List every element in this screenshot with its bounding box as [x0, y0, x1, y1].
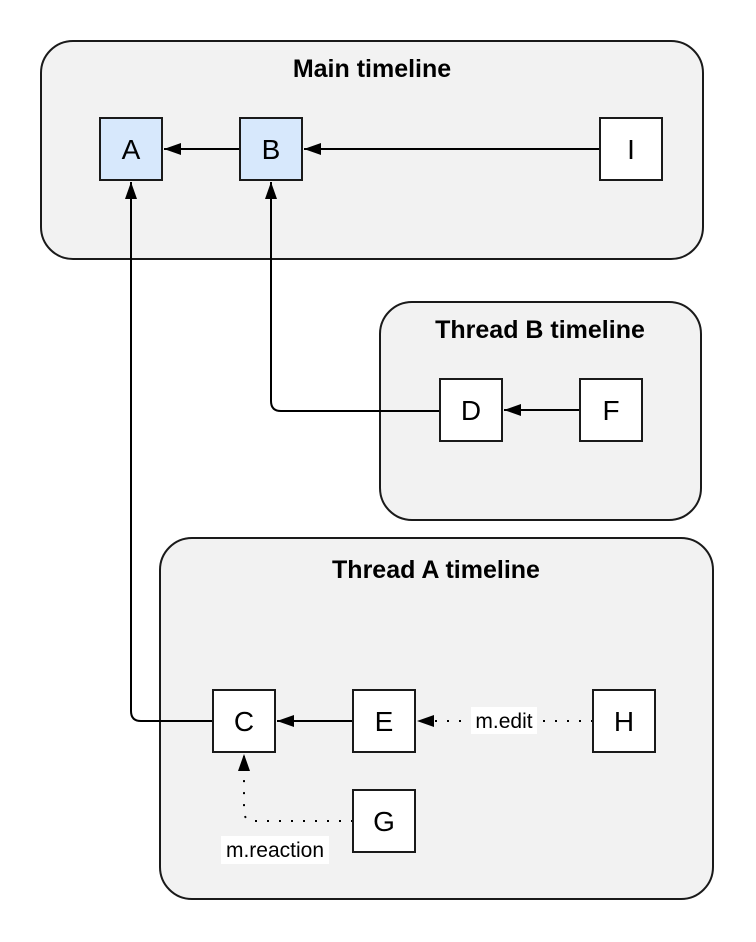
main-timeline-title: Main timeline: [293, 55, 451, 83]
node-c: C: [212, 689, 276, 753]
node-d-label: D: [461, 395, 481, 426]
node-h-box: [592, 689, 656, 753]
node-e: E: [352, 689, 416, 753]
m-edit-label: m.edit: [475, 710, 532, 733]
node-e-label: E: [375, 706, 394, 737]
node-a-label: A: [122, 134, 141, 165]
m-reaction-label: m.reaction: [226, 839, 324, 862]
node-b: B: [239, 117, 303, 181]
node-g: G: [352, 789, 416, 853]
thread-a-timeline-box: [159, 537, 714, 900]
node-h: H: [592, 689, 656, 753]
edge-d-to-b: [265, 182, 440, 412]
node-f: F: [579, 378, 643, 442]
node-h-label: H: [614, 706, 634, 737]
node-b-box: [239, 117, 303, 181]
node-i-box: [599, 117, 663, 181]
m-edit-label-bg: [471, 707, 537, 734]
thread-b-timeline-title: Thread B timeline: [435, 316, 645, 344]
thread-a-timeline-title: Thread A timeline: [332, 556, 540, 584]
node-c-label: C: [234, 706, 254, 737]
node-c-box: [212, 689, 276, 753]
edge-label-m-reaction: m.reaction: [221, 836, 329, 864]
node-i: I: [599, 117, 663, 181]
node-g-label: G: [373, 806, 395, 837]
m-reaction-label-bg: [221, 836, 329, 864]
container-thread-a-timeline: Thread A timeline: [159, 537, 714, 900]
node-f-label: F: [602, 395, 619, 426]
node-d-box: [439, 378, 503, 442]
node-a-box: [99, 117, 163, 181]
node-i-label: I: [627, 134, 635, 165]
node-f-box: [579, 378, 643, 442]
edge-label-m-edit: m.edit: [471, 707, 537, 734]
node-e-box: [352, 689, 416, 753]
node-g-box: [352, 789, 416, 853]
node-b-label: B: [262, 134, 281, 165]
edge-c-to-a: [125, 182, 213, 722]
node-d: D: [439, 378, 503, 442]
node-a: A: [99, 117, 163, 181]
